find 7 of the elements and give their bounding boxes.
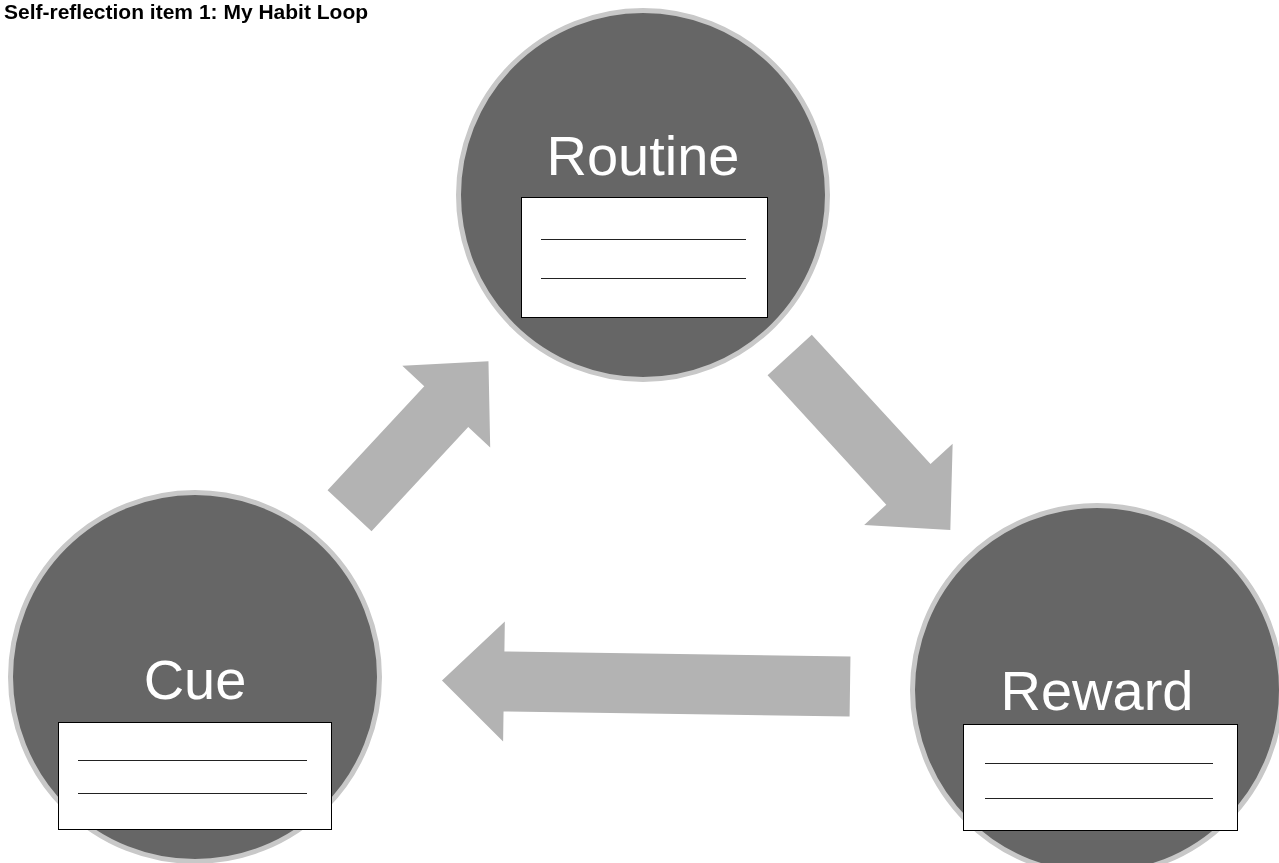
diagram-title: Self-reflection item 1: My Habit Loop	[4, 0, 369, 24]
block-arrow	[327, 361, 491, 532]
circle-heading: Routine	[546, 124, 740, 188]
circle-heading: Reward	[1000, 659, 1194, 723]
circle-heading: Cue	[143, 648, 247, 712]
block-arrow	[441, 621, 851, 742]
block-arrow	[767, 334, 953, 531]
